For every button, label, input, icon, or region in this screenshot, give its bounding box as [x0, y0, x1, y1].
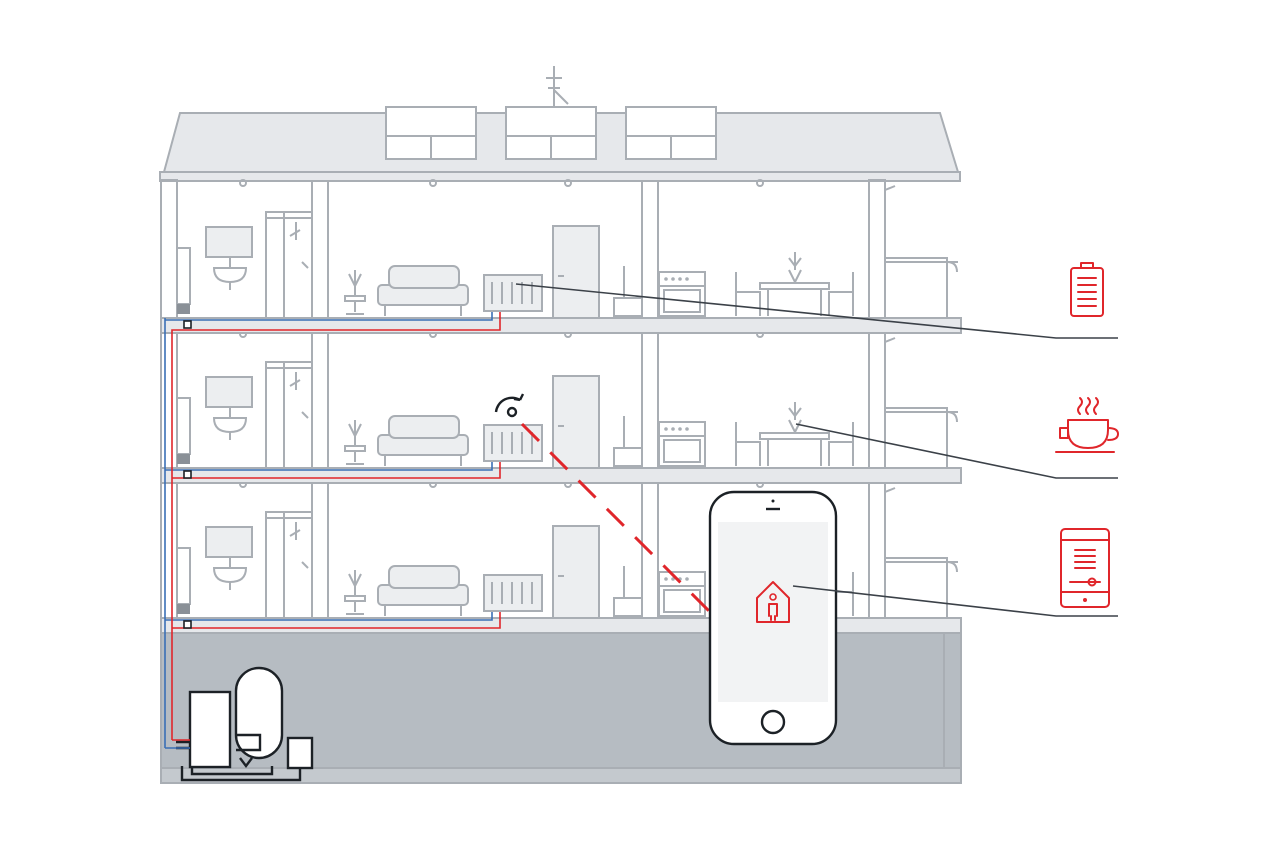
thermostat-icon	[494, 393, 525, 418]
floor-top	[176, 211, 854, 319]
heating-pipes	[164, 312, 501, 749]
battery-icon	[1070, 262, 1104, 317]
smartphone-app	[708, 490, 838, 746]
coffee-cup-icon	[1055, 397, 1119, 453]
callout-lines	[515, 283, 1118, 617]
antenna	[546, 66, 569, 107]
smartphone-control-icon	[1060, 528, 1110, 608]
smart-home-icon	[756, 581, 790, 623]
heating-boiler	[176, 666, 314, 782]
dormer-windows	[385, 106, 717, 160]
balconies	[884, 185, 958, 619]
wireless-link	[520, 422, 712, 614]
basement	[160, 632, 962, 784]
building-structure	[160, 179, 962, 634]
roof	[159, 66, 961, 488]
